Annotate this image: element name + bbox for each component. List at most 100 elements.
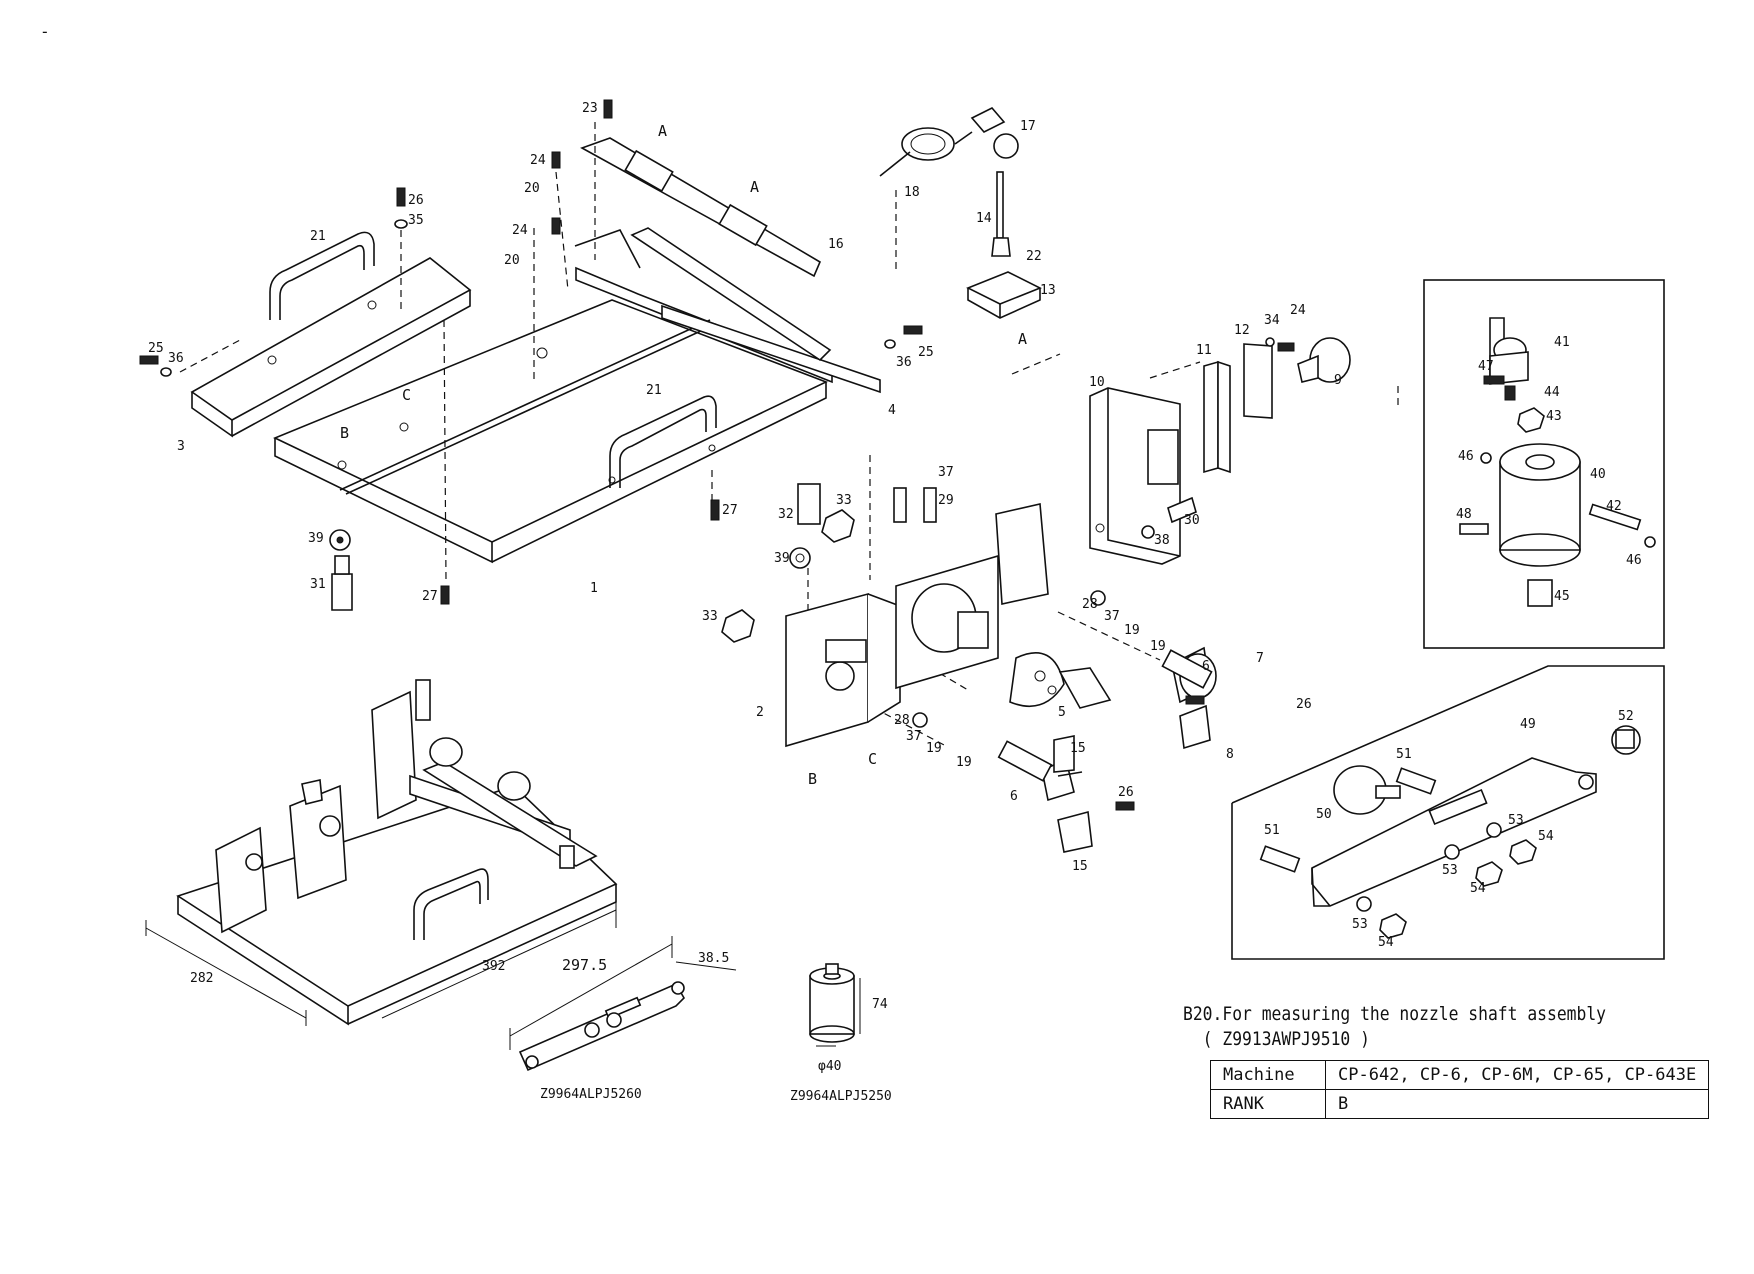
section-markers: A A A B B C C [340, 122, 1027, 788]
callout-35: 35 [408, 213, 424, 228]
table-value: B [1324, 1089, 1710, 1119]
assembled-view [176, 679, 618, 1026]
callout-39: 39 [308, 531, 324, 546]
callout-32: 32 [778, 507, 794, 522]
guide-bars [1203, 343, 1273, 474]
table-key: Machine [1210, 1060, 1326, 1090]
dimension-lines [145, 890, 861, 1050]
callout-5: 5 [1058, 705, 1066, 720]
marker-c-plate: C [402, 386, 411, 404]
table-row: RANK B [1210, 1089, 1710, 1119]
callout-27: 27 [722, 503, 738, 518]
clamp-bar-left [190, 257, 472, 438]
column-block [1089, 387, 1181, 565]
callout-53c: 53 [1352, 917, 1368, 932]
callout-3: 3 [177, 439, 185, 454]
callout-33: 33 [836, 493, 852, 508]
callout-27b: 27 [422, 589, 438, 604]
callout-19: 19 [1124, 623, 1140, 638]
callout-54c: 54 [1378, 935, 1394, 950]
handle-left [269, 231, 375, 320]
stand-base [966, 171, 1042, 319]
dimension-labels: 282 392 297.5 38.5 74 φ40 Z9964ALPJ5260 … [190, 951, 892, 1104]
callout-11: 11 [1196, 343, 1212, 358]
callout-17: 17 [1020, 119, 1036, 134]
callout-19d: 19 [956, 755, 972, 770]
callout-21b: 21 [646, 383, 662, 398]
machine-rank-table: Machine CP-642, CP-6, CP-6M, CP-65, CP-6… [1210, 1060, 1710, 1119]
marker-b-block: B [808, 770, 817, 788]
callout-24b: 24 [512, 223, 528, 238]
callout-21: 21 [310, 229, 326, 244]
callout-42: 42 [1606, 499, 1622, 514]
callout-53: 53 [1508, 813, 1524, 828]
callout-36: 36 [168, 351, 184, 366]
callout-13: 13 [1040, 283, 1056, 298]
callout-24c: 24 [1290, 303, 1306, 318]
table-value: CP-642, CP-6, CP-6M, CP-65, CP-643E [1324, 1060, 1710, 1090]
table-key: RANK [1210, 1089, 1326, 1119]
callout-15b: 15 [1072, 859, 1088, 874]
callout-28: 28 [1082, 597, 1098, 612]
main-clamp-block [785, 503, 1049, 748]
subpart-arm-code: Z9964ALPJ5260 [540, 1087, 642, 1102]
callout-37: 37 [938, 465, 954, 480]
callout-25: 25 [148, 341, 164, 356]
callout-26: 26 [408, 193, 424, 208]
callout-8: 8 [1226, 747, 1234, 762]
callout-52: 52 [1618, 709, 1634, 724]
callout-28b: 28 [894, 713, 910, 728]
callout-53b: 53 [1442, 863, 1458, 878]
callout-9: 9 [1334, 373, 1342, 388]
callout-23: 23 [582, 101, 598, 116]
callout-54: 54 [1538, 829, 1554, 844]
figure-caption: B20.For measuring the nozzle shaft assem… [1183, 1002, 1606, 1052]
callout-34: 34 [1264, 313, 1280, 328]
callout-6: 6 [1202, 659, 1210, 674]
callout-51: 51 [1396, 747, 1412, 762]
callout-20: 20 [524, 181, 540, 196]
dim-38-5: 38.5 [698, 951, 729, 966]
subpart-block-code: Z9964ALPJ5250 [790, 1089, 892, 1104]
corner-mark: - [40, 22, 50, 41]
cylinder-knob-9 [1265, 337, 1351, 383]
callout-51b: 51 [1264, 823, 1280, 838]
caption-line-2: ( Z9913AWPJ9510 ) [1202, 1028, 1370, 1050]
callout-33b: 33 [702, 609, 718, 624]
callout-10: 10 [1089, 375, 1105, 390]
callout-20b: 20 [504, 253, 520, 268]
callout-48: 48 [1456, 507, 1472, 522]
arm-subpart [518, 981, 685, 1072]
callout-43: 43 [1546, 409, 1562, 424]
dim-392: 392 [482, 959, 505, 974]
marker-a-stand: A [1018, 330, 1027, 348]
callout-6b: 6 [1010, 789, 1018, 804]
dim-74: 74 [872, 997, 888, 1012]
dim-phi40: φ40 [818, 1059, 841, 1074]
marker-c-block: C [868, 750, 877, 768]
linear-guide [580, 137, 832, 362]
callout-26b: 26 [1296, 697, 1312, 712]
callout-16: 16 [828, 237, 844, 252]
callout-22: 22 [1026, 249, 1042, 264]
callout-31: 31 [310, 577, 326, 592]
dim-297-5: 297.5 [562, 956, 607, 974]
callout-37b: 37 [1104, 609, 1120, 624]
callout-labels: 1 2 3 4 5 6 6 7 8 9 10 11 12 13 14 15 15… [148, 101, 1642, 950]
dial-gauge [879, 107, 1019, 177]
caption-line-1: B20.For measuring the nozzle shaft assem… [1183, 1003, 1607, 1025]
callout-12: 12 [1234, 323, 1250, 338]
base-plate [273, 299, 829, 564]
marker-a-guide: A [750, 178, 759, 196]
callout-39b: 39 [774, 551, 790, 566]
callout-7: 7 [1256, 651, 1264, 666]
callout-45: 45 [1554, 589, 1570, 604]
callout-25b: 25 [918, 345, 934, 360]
handle-right [609, 395, 717, 488]
callout-29: 29 [938, 493, 954, 508]
table-row: Machine CP-642, CP-6, CP-6M, CP-65, CP-6… [1210, 1060, 1710, 1090]
callout-24: 24 [530, 153, 546, 168]
pins-and-pads [912, 496, 1217, 853]
nuts [721, 483, 937, 643]
